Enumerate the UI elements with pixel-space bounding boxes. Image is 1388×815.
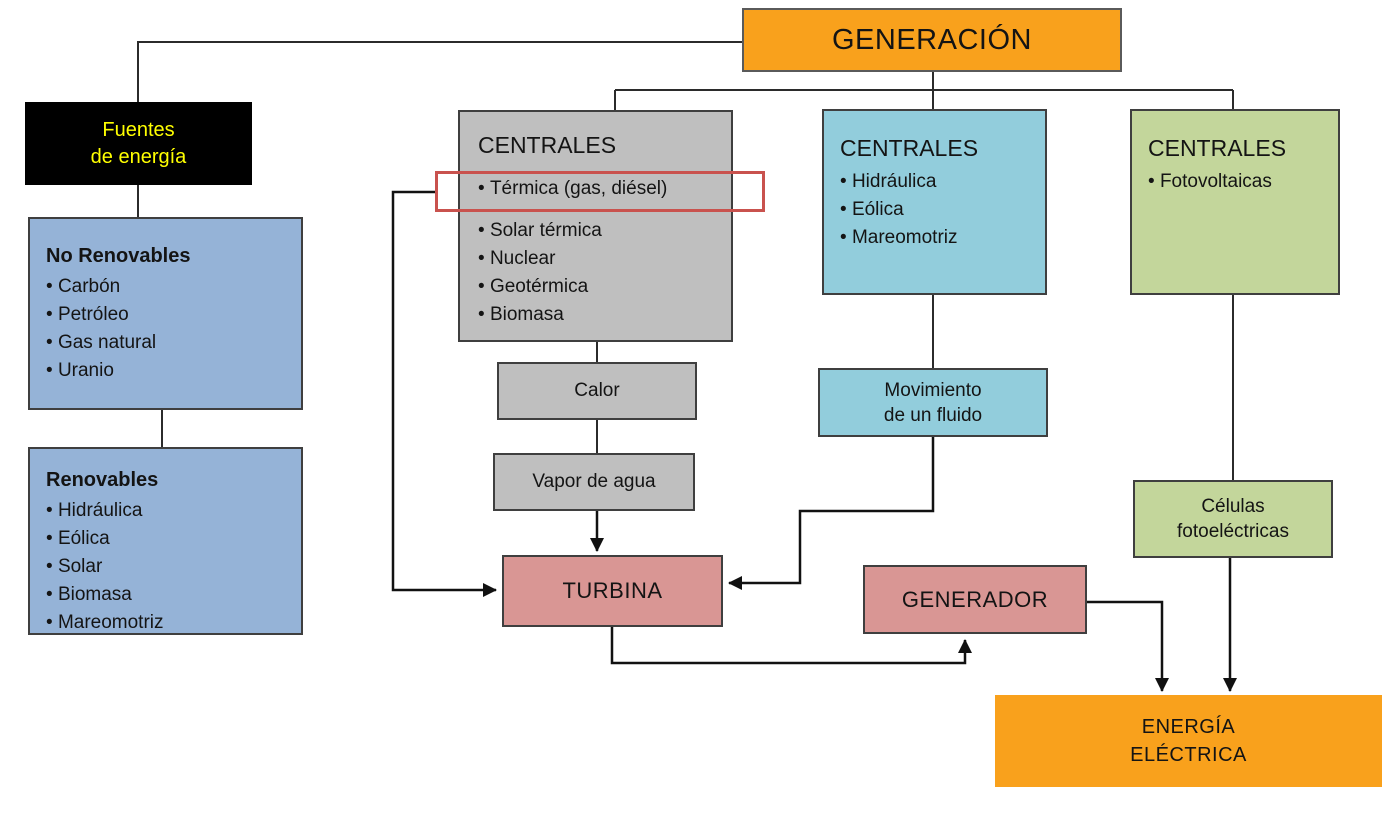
- list-item: Mareomotriz: [46, 609, 293, 637]
- no-renovables-box: No Renovables Carbón Petróleo Gas natura…: [28, 217, 303, 410]
- vapor-de-agua-box: Vapor de agua: [493, 453, 695, 511]
- list-item: Eólica: [840, 196, 1037, 224]
- list-item: Nuclear: [478, 245, 723, 273]
- centrales-fotovoltaicas-box: CENTRALES Fotovoltaicas: [1130, 109, 1340, 295]
- list-item: Uranio: [46, 357, 293, 385]
- no-renovables-title: No Renovables: [46, 245, 191, 267]
- termica-highlight-rectangle: [435, 171, 765, 212]
- centrales-fluido-title: CENTRALES: [840, 135, 979, 161]
- celulas-fotoelectricas-box: Células fotoeléctricas: [1133, 480, 1333, 558]
- list-item: Hidráulica: [46, 497, 293, 525]
- generador-label: GENERADOR: [901, 586, 1049, 612]
- fuentes-line2: de energía: [90, 145, 187, 168]
- movimiento-fluido-box: Movimiento de un fluido: [818, 368, 1048, 437]
- renovables-box: Renovables Hidráulica Eólica Solar Bioma…: [28, 447, 303, 635]
- arrow-movimiento-to-turbina: [728, 437, 935, 590]
- centrales-fotovoltaicas-title: CENTRALES: [1148, 135, 1287, 161]
- highlighted-list-item: Térmica (gas, diésel): [478, 175, 723, 203]
- generacion-box: GENERACIÓN: [742, 8, 1122, 72]
- generacion-label: GENERACIÓN: [832, 23, 1032, 56]
- list-item: Geotérmica: [478, 273, 723, 301]
- celulas-line1: Células: [1201, 496, 1265, 517]
- movimiento-line2: de un fluido: [883, 404, 983, 426]
- list-item: Hidráulica: [840, 168, 1037, 196]
- list-item: Petróleo: [46, 301, 293, 329]
- turbina-box: TURBINA: [502, 555, 723, 627]
- renovables-title: Renovables: [46, 469, 159, 491]
- energia-line2: ELÉCTRICA: [1130, 744, 1247, 766]
- line-generacion-to-fuentes: [137, 41, 742, 102]
- list-item: Biomasa: [46, 581, 293, 609]
- list-item: Gas natural: [46, 329, 293, 357]
- energia-electrica-box: ENERGÍA ELÉCTRICA: [995, 695, 1382, 787]
- fuentes-line1: Fuentes: [102, 118, 175, 141]
- calor-box: Calor: [497, 362, 697, 420]
- list-item: Solar: [46, 553, 293, 581]
- energia-line1: ENERGÍA: [1141, 716, 1236, 738]
- turbina-label: TURBINA: [562, 578, 663, 603]
- centrales-termicas-box: CENTRALES Térmica (gas, diésel) Solar té…: [458, 110, 733, 342]
- list-item: Solar térmica: [478, 217, 723, 245]
- movimiento-line1: Movimiento: [884, 379, 982, 401]
- list-item: Carbón: [46, 273, 293, 301]
- vapor-label: Vapor de agua: [532, 471, 656, 492]
- list-item: Biomasa: [478, 301, 723, 329]
- list-item: Mareomotriz: [840, 224, 1037, 252]
- arrow-generador-to-energia: [1087, 600, 1169, 692]
- centrales-termicas-title: CENTRALES: [478, 132, 617, 158]
- list-item: Fotovoltaicas: [1148, 168, 1330, 196]
- generador-box: GENERADOR: [863, 565, 1087, 634]
- list-item: Eólica: [46, 525, 293, 553]
- fuentes-de-energia-box: Fuentes de energía: [25, 102, 252, 185]
- calor-label: Calor: [574, 380, 620, 401]
- centrales-fluido-box: CENTRALES Hidráulica Eólica Mareomotriz: [822, 109, 1047, 295]
- celulas-line2: fotoeléctricas: [1177, 521, 1289, 542]
